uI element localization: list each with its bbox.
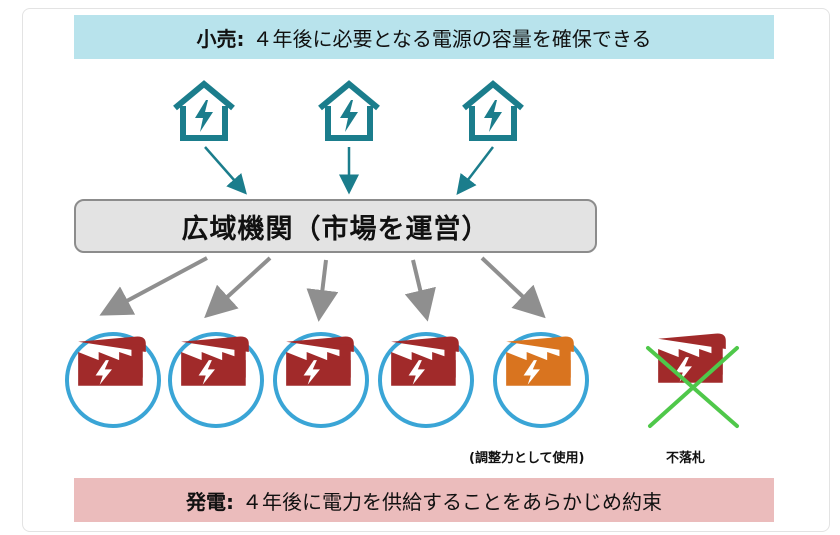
house-lightning-icon — [175, 84, 233, 138]
power-plant-icon — [65, 332, 161, 428]
adjustment-caption: (調整力として使用) — [469, 451, 585, 466]
market-operator-label: 広域機関（市場を運営） — [181, 213, 490, 245]
retail-text: ４年後に必要となる電源の容量を確保できる — [252, 26, 652, 51]
generation-label: 発電: — [186, 489, 234, 514]
power-plant-icon — [168, 332, 264, 428]
generation-text: ４年後に電力を供給することをあらかじめ約束 — [242, 489, 662, 514]
house-lightning-icon — [320, 84, 378, 138]
not-awarded-caption: 不落札 — [666, 451, 706, 466]
house-arrows — [204, 146, 494, 195]
cross-icon — [646, 346, 739, 428]
diagram-frame — [22, 8, 830, 532]
market-operator-box: 広域機関（市場を運営） — [74, 199, 597, 253]
generation-banner: 発電: ４年後に電力を供給することをあらかじめ約束 — [74, 478, 774, 522]
house-lightning-icon — [464, 84, 522, 138]
retail-banner: 小売: ４年後に必要となる電源の容量を確保できる — [74, 15, 774, 59]
power-plant-icon — [273, 332, 369, 428]
power-plant-icon — [493, 332, 589, 428]
retail-label: 小売: — [196, 26, 245, 51]
plant-arrows — [99, 256, 546, 322]
power-plant-icon — [378, 332, 474, 428]
power-plant-icon — [658, 333, 726, 383]
